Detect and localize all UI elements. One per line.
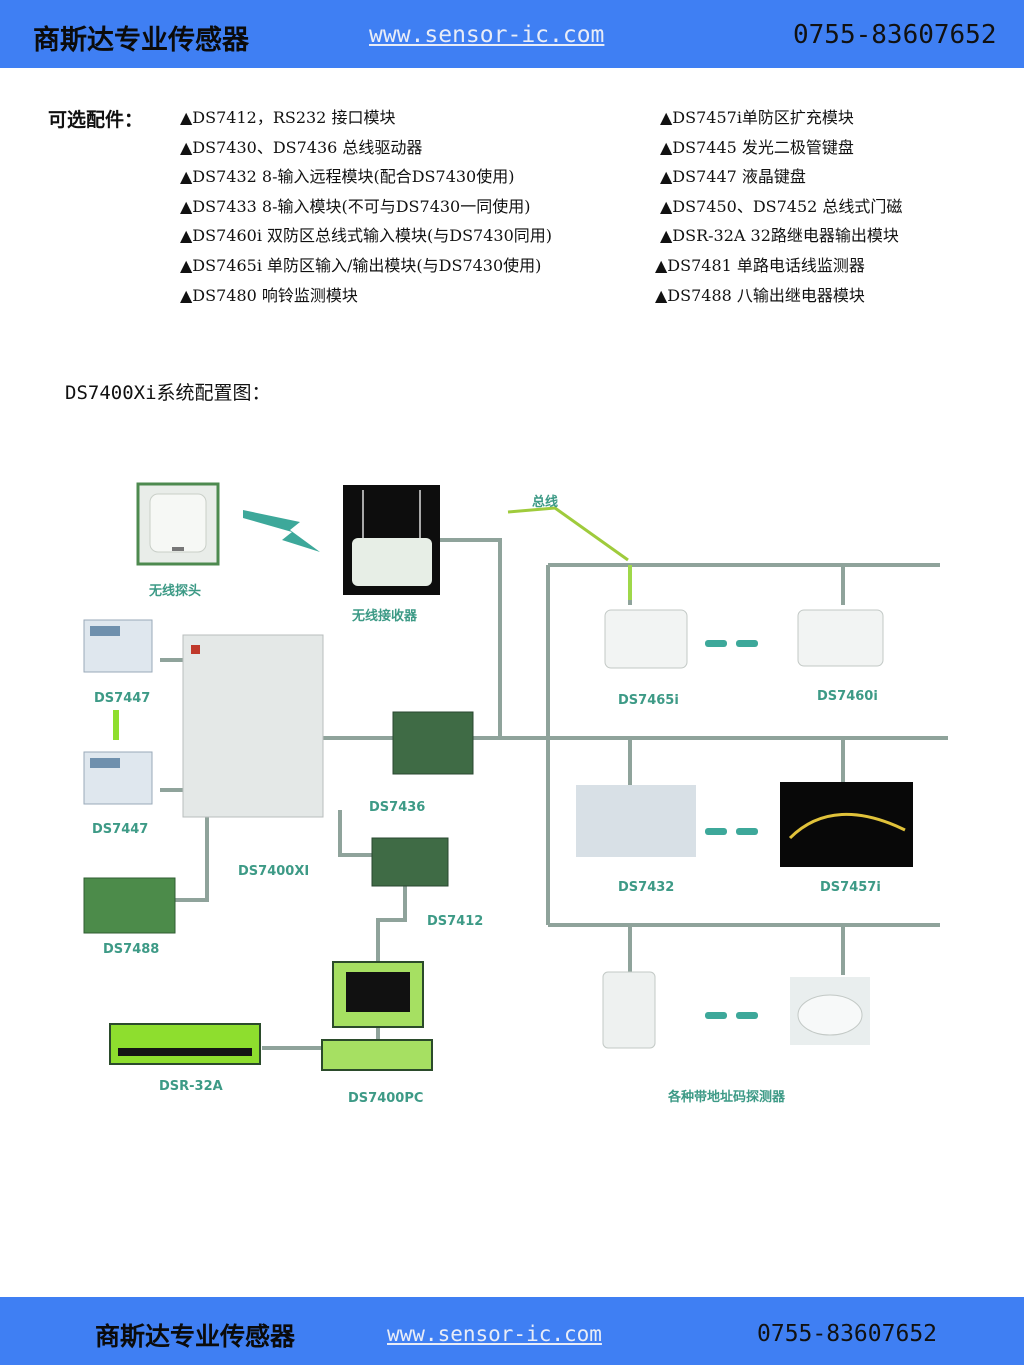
accessories-label: 可选配件：: [48, 109, 144, 131]
accessory-item: ▲DS7481 单路电话线监测器: [655, 255, 865, 275]
diagram-title: DS7400Xi系统配置图：: [65, 382, 271, 404]
ds7457i-wires: [788, 813, 906, 840]
wireless-detector-body: [149, 493, 207, 553]
ds7432-module-image: [576, 785, 696, 857]
label-ds7457i: DS7457i: [820, 880, 881, 895]
header-url-link[interactable]: www.sensor-ic.com: [369, 22, 605, 48]
accessory-item: ▲DS7447 液晶键盘: [660, 167, 806, 187]
bus-marker-line: [507, 506, 629, 562]
label-addressable-detectors: 各种带地址码探测器: [667, 1089, 786, 1105]
wireless-detector-lens: [172, 547, 184, 551]
monitor-screen: [346, 972, 410, 1012]
addressable-detector-image: [602, 971, 656, 1049]
footer-brand: 商斯达专业传感器: [95, 1322, 296, 1351]
accessory-item: ▲DS7430、DS7436 总线驱动器: [180, 137, 423, 157]
label-ds7488: DS7488: [103, 942, 159, 957]
panel-indicator: [191, 645, 200, 654]
header-phone: 0755-83607652: [793, 20, 997, 50]
accessories-list-left: ▲DS7412，RS232 接口模块 ▲DS7430、DS7436 总线驱动器 …: [180, 103, 552, 310]
label-ds7432: DS7432: [618, 880, 674, 895]
wireless-signal-icon: [243, 510, 320, 552]
wireless-receiver-body: [352, 538, 432, 586]
system-configuration-diagram: 无线探头 无线接收器 总线 DS7447 DS7447 DS7488 DS740…: [83, 482, 948, 1106]
keypad-display: [90, 626, 120, 636]
accessory-item: ▲DS7450、DS7452 总线式门磁: [660, 196, 903, 216]
label-ds7465i: DS7465i: [618, 693, 679, 708]
dsr32a-relay-image: [109, 1023, 261, 1065]
footer-url-link[interactable]: www.sensor-ic.com: [387, 1322, 602, 1346]
accessory-item: ▲DS7412，RS232 接口模块: [180, 108, 396, 127]
keypad-link-marker: [113, 710, 119, 740]
label-ds7447: DS7447: [92, 822, 148, 837]
label-ds7400pc: DS7400PC: [348, 1091, 423, 1106]
label-dsr32a: DSR-32A: [159, 1079, 223, 1094]
accessory-item: ▲DS7457i单防区扩充模块: [660, 108, 854, 127]
accessory-item: ▲DS7465i 单防区输入/输出模块(与DS7430使用): [180, 255, 542, 275]
accessory-item: ▲DS7433 8-输入模块(不可与DS7430一同使用): [180, 196, 531, 216]
header-brand: 商斯达专业传感器: [33, 25, 249, 56]
accessory-item: ▲DS7445 发光二极管键盘: [660, 137, 854, 157]
label-wireless-receiver: 无线接收器: [351, 608, 418, 624]
footer-bar: 商斯达专业传感器 www.sensor-ic.com 0755-83607652: [0, 1297, 1024, 1365]
accessories-list-right: ▲DS7457i单防区扩充模块 ▲DS7445 发光二极管键盘 ▲DS7447 …: [655, 103, 903, 310]
ds7460i-module-image: [797, 609, 884, 667]
ds7400pc-keyboard: [321, 1039, 433, 1071]
label-ds7400xi: DS7400XI: [238, 864, 309, 879]
accessory-item: ▲DS7488 八输出继电器模块: [655, 285, 865, 305]
label-ds7412: DS7412: [427, 914, 483, 929]
keypad-display: [90, 758, 120, 768]
ds7465i-module-image: [604, 609, 688, 669]
accessory-item: ▲DSR-32A 32路继电器输出模块: [660, 226, 899, 246]
smoke-detector-body: [797, 994, 863, 1036]
label-wireless-detector: 无线探头: [148, 583, 201, 599]
ds7400xi-panel-image: [182, 634, 324, 818]
module-link-dashes: [705, 640, 758, 1019]
accessory-item: ▲DS7460i 双防区总线式输入模块(与DS7430同用): [180, 226, 553, 246]
accessory-item: ▲DS7480 响铃监测模块: [180, 285, 358, 305]
header-bar: 商斯达专业传感器 www.sensor-ic.com 0755-83607652: [0, 0, 1024, 68]
label-ds7447: DS7447: [94, 691, 150, 706]
ds7412-board-image: [371, 837, 449, 887]
label-bus: 总线: [532, 494, 558, 510]
accessory-item: ▲DS7432 8-输入远程模块(配合DS7430使用): [180, 167, 515, 187]
label-ds7436: DS7436: [369, 800, 425, 815]
dsr32a-terminal-strip: [118, 1048, 252, 1056]
label-ds7460i: DS7460i: [817, 689, 878, 704]
ds7436-board-image: [392, 711, 474, 775]
footer-phone: 0755-83607652: [757, 1321, 938, 1347]
ds7488-board-image: [83, 877, 176, 934]
